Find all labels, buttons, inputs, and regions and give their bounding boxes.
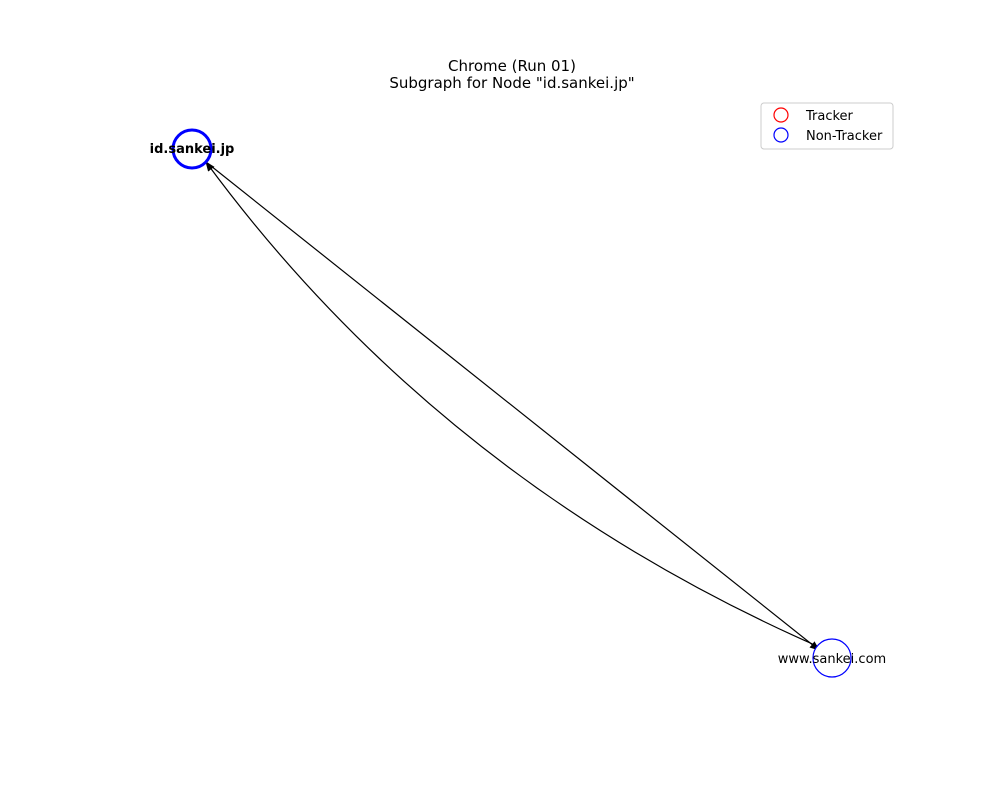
edge-id-sankei-to-www-sankei [205,161,820,651]
node-label: www.sankei.com [778,652,886,667]
node-id-sankei-jp: id.sankei.jp [150,128,235,170]
node-circle [812,638,852,678]
non-tracker-legend-marker-icon [773,127,789,143]
figure-title: Chrome (Run 01) [448,57,576,75]
legend: Tracker Non-Tracker [760,102,894,150]
legend-box [760,102,894,150]
tracker-legend-marker-icon [773,107,789,123]
edge-www-sankei-to-id-sankei [205,161,818,647]
legend-non-tracker-label: Non-Tracker [806,129,883,144]
figure-subtitle: Subgraph for Node "id.sankei.jp" [389,74,634,92]
legend-tracker-label: Tracker [805,109,854,124]
node-label: id.sankei.jp [150,142,235,157]
edge-layer [205,161,820,651]
node-circle [171,128,213,170]
node-www-sankei-com: www.sankei.com [778,638,886,678]
